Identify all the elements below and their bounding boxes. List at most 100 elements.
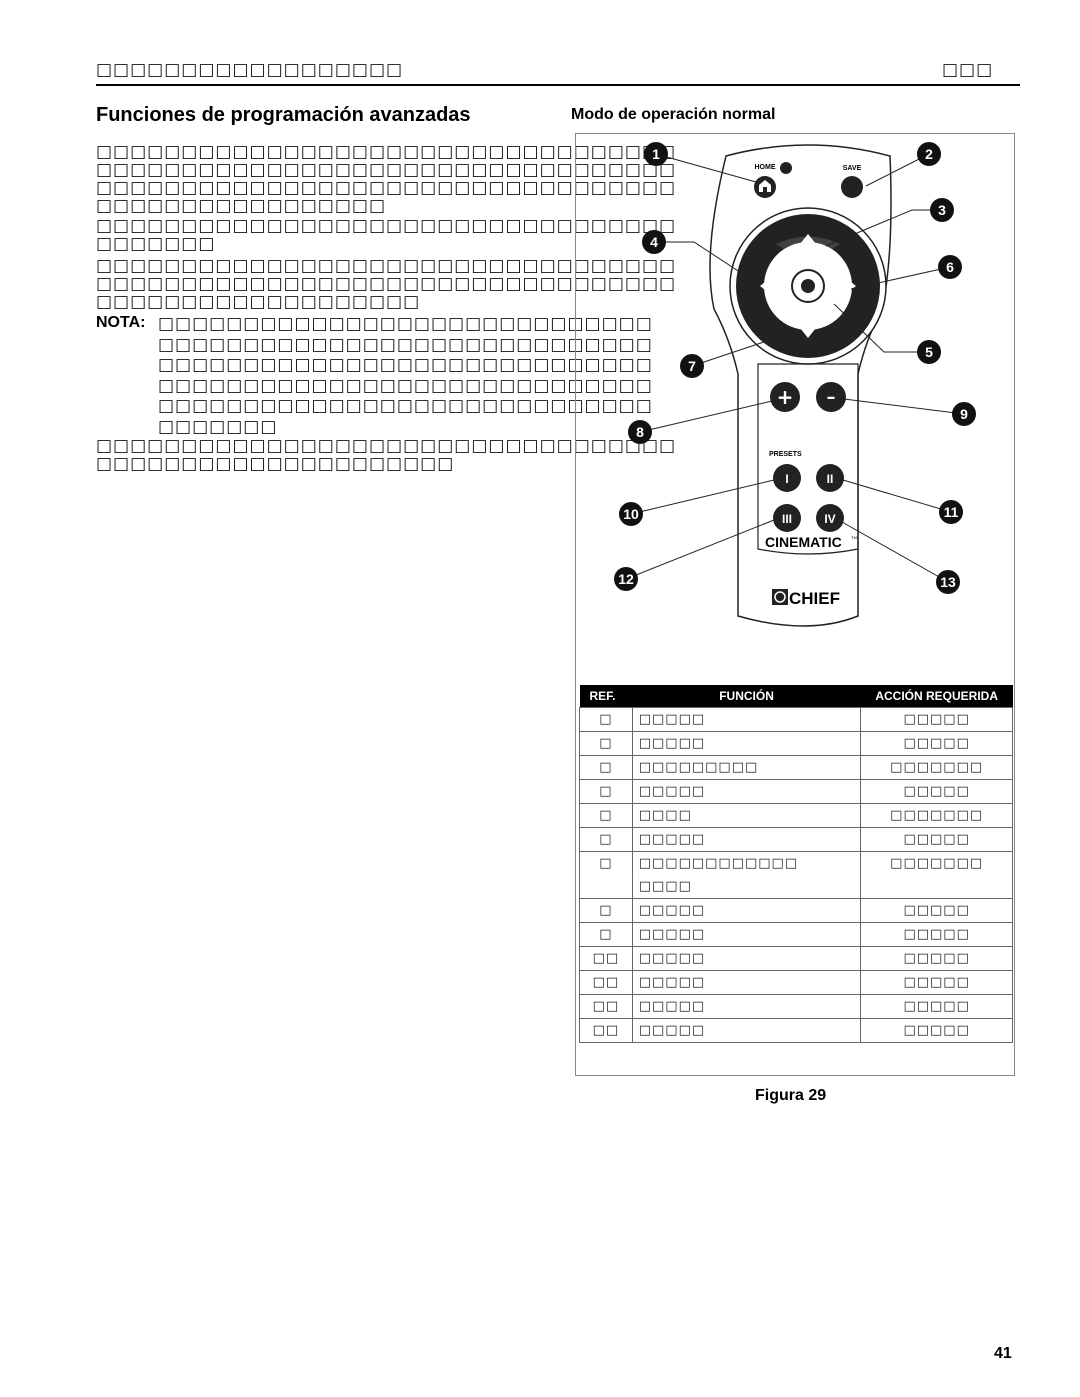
page-number: 41 bbox=[994, 1345, 1012, 1362]
table-cell-action: □□□□□ bbox=[860, 731, 1013, 756]
table-cell-action: □□□□□□□ bbox=[860, 803, 1013, 828]
table-cell-action: □□□□□ bbox=[860, 898, 1013, 923]
table-row: □□□□□□□□□□□□ bbox=[579, 994, 1013, 1019]
preset-1-label: I bbox=[785, 472, 788, 486]
table-cell-ref: □□ bbox=[579, 994, 633, 1019]
table-row: □□□□□□□□□□□□ bbox=[579, 970, 1013, 995]
lower-panel bbox=[757, 363, 859, 555]
home-icon bbox=[759, 180, 771, 192]
text-line: □□□□□□□ bbox=[96, 234, 216, 254]
chief-logo-ring bbox=[774, 591, 786, 603]
preset-2-label: II bbox=[827, 472, 834, 486]
table-row: □□□□□□□□□□□□ bbox=[579, 946, 1013, 971]
home-label: HOME bbox=[755, 164, 776, 171]
function-table: REF. FUNCIÓN ACCIÓN REQUERIDA □□□□□□□□□□… bbox=[579, 685, 1013, 1043]
cinematic-logo-text: CINEMATIC bbox=[765, 534, 842, 550]
table-cell-function: □□□□□ bbox=[631, 946, 862, 971]
text-line: □□□□□□□□□□□□□□□□□□□□□□□□□□□□□□□□□□ bbox=[96, 216, 677, 236]
table-cell-function: □□□□□ bbox=[631, 970, 862, 995]
text-line: □□□□□□□□□□□□□□□□□□□□□□□□□□□□□□□□□□ bbox=[96, 160, 677, 180]
text-line: □□□□□□□□□□□□□□□□□□□□□□□□□□□□□ bbox=[158, 314, 653, 334]
text-line: □□□□□□□ bbox=[158, 417, 278, 437]
table-cell-action: □□□□□□□ bbox=[860, 851, 1013, 899]
table-cell-ref: □ bbox=[579, 898, 633, 923]
callout-leader-lines bbox=[625, 153, 965, 583]
table-cell-function: □□□□□□□□□ bbox=[631, 755, 862, 780]
table-row: □□□□□□□□□□□□□□□□□ bbox=[579, 755, 1013, 780]
home-icon-door bbox=[763, 187, 767, 192]
callout-badge bbox=[644, 142, 668, 166]
preset-3-label: III bbox=[782, 512, 792, 526]
table-cell-action: □□□□□□□ bbox=[860, 755, 1013, 780]
table-cell-ref: □□ bbox=[579, 970, 633, 995]
text-line: □□□□□□□□□□□□□□□□□□□□□□□□□□□□□ bbox=[158, 396, 653, 417]
table-cell-function: □□□□ bbox=[631, 803, 862, 828]
table-cell-action: □□□□□ bbox=[860, 707, 1013, 732]
callout-badge bbox=[628, 420, 652, 444]
table-cell-function: □□□□□ bbox=[631, 994, 862, 1019]
volume-up-button bbox=[770, 382, 800, 412]
callout-number: 7 bbox=[688, 358, 696, 374]
text-line: □□□□□□□□□□□□□□□□□ bbox=[96, 196, 387, 216]
table-cell-ref: □□ bbox=[579, 946, 633, 971]
running-header-left: □□□□□□□□□□□□□□□□□□ bbox=[96, 60, 404, 80]
callout-number: 13 bbox=[940, 574, 956, 590]
save-button bbox=[841, 176, 863, 198]
section-title: Funciones de programación avanzadas bbox=[96, 104, 471, 126]
callout-number: 4 bbox=[650, 234, 658, 250]
table-row: □□□□□□□□□□□□ bbox=[579, 1018, 1013, 1043]
text-line: □□□□□□□□□□□□□□□□□□□□□□□□□□□□□□□□□□ bbox=[96, 256, 677, 276]
callout-badge bbox=[936, 570, 960, 594]
callout-badge bbox=[619, 502, 643, 526]
callout-badge bbox=[917, 340, 941, 364]
preset-4-label: IV bbox=[824, 512, 835, 526]
table-cell-action: □□□□□ bbox=[860, 922, 1013, 947]
callout-number: 12 bbox=[618, 571, 634, 587]
table-header-ref: REF. bbox=[579, 685, 633, 708]
table-cell-function: □□□□□ bbox=[631, 731, 862, 756]
table-cell-function: □□□□□ bbox=[631, 827, 862, 852]
callout-number: 3 bbox=[938, 202, 946, 218]
table-header-function: FUNCIÓN bbox=[632, 685, 861, 708]
status-led bbox=[780, 162, 792, 174]
callout-number: 8 bbox=[636, 424, 644, 440]
table-cell-function: □□□□□ bbox=[631, 1018, 862, 1043]
table-row: □□□□□□□□□□□ bbox=[579, 707, 1013, 732]
select-dot-icon bbox=[801, 279, 815, 293]
callout-number: 9 bbox=[960, 406, 968, 422]
table-cell-ref: □ bbox=[579, 827, 633, 852]
table-cell-ref: □□ bbox=[579, 1018, 633, 1043]
right-arrow-icon bbox=[846, 278, 856, 294]
callout-badge bbox=[917, 142, 941, 166]
table-header-action: ACCIÓN REQUERIDA bbox=[860, 685, 1013, 708]
table-cell-function: □□□□□ bbox=[631, 898, 862, 923]
table-cell-ref: □ bbox=[579, 707, 633, 732]
nav-shine bbox=[776, 236, 840, 254]
text-line: □□□□□□□□□□□□□□□□□□□□□□□□□□□□□ bbox=[158, 375, 653, 396]
callout-badge bbox=[952, 402, 976, 426]
table-cell-action: □□□□□ bbox=[860, 827, 1013, 852]
table-cell-action: □□□□□ bbox=[860, 994, 1013, 1019]
table-row: □□□□□□□□□□□ bbox=[579, 731, 1013, 756]
volume-down-button bbox=[816, 382, 846, 412]
text-line: □□□□□□□□□□□□□□□□□□□□□□□□□□□□□□□□□□ bbox=[96, 436, 677, 456]
presets-label: PRESETS bbox=[769, 451, 802, 458]
text-line: □□□□□□□□□□□□□□□□□□□□□□□□□□□□□ bbox=[158, 334, 653, 355]
text-line: □□□□□□□□□□□□□□□□□□□□□□□□□□□□□□□□□□ bbox=[96, 178, 677, 198]
callout-badge bbox=[642, 230, 666, 254]
callout-number: 1 bbox=[652, 146, 660, 162]
table-body: □□□□□□□□□□□□□□□□□□□□□□□□□□□□□□□□□□□□□□□□… bbox=[579, 707, 1013, 1043]
table-cell-ref: □ bbox=[579, 779, 633, 804]
header-rule bbox=[96, 84, 1020, 86]
callout-number: 6 bbox=[946, 259, 954, 275]
chief-logo-text: CHIEF bbox=[789, 589, 840, 608]
minus-label: – bbox=[827, 387, 836, 408]
preset-4-button bbox=[816, 504, 844, 532]
save-label: SAVE bbox=[843, 165, 862, 172]
table-cell-ref: □ bbox=[579, 803, 633, 828]
running-header-right: □□□ bbox=[942, 60, 994, 80]
table-header-row: REF. FUNCIÓN ACCIÓN REQUERIDA bbox=[579, 685, 1013, 708]
table-row: □□□□□□□□□□□ bbox=[579, 779, 1013, 804]
text-line: □□□□□□□□□□□□□□□□□□□ bbox=[96, 292, 421, 312]
preset-3-button bbox=[773, 504, 801, 532]
